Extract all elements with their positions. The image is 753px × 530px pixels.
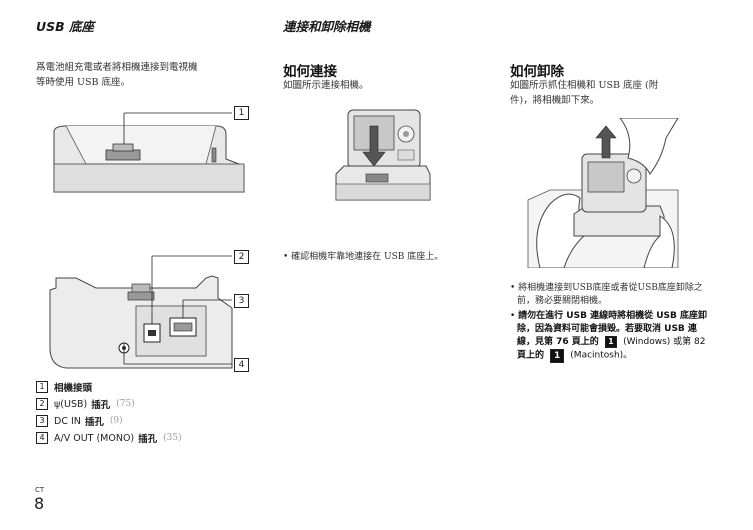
- language-code: CT: [35, 486, 45, 494]
- legend-number: 4: [36, 432, 48, 444]
- legend-page-ref: (75): [116, 399, 135, 409]
- legend-item-4: 4 A/V OUT (MONO) 插孔 (35): [36, 431, 182, 445]
- usb-dock-rear-illustration: [49, 255, 233, 369]
- bullet-icon: •: [510, 311, 519, 321]
- remove-bullet-warning: • 請勿在進行 USB 連線時將相機從 USB 底座卸 除，因為資料可能會損毀。…: [510, 310, 742, 363]
- how-to-connect-heading: 如何連接: [283, 64, 337, 80]
- usb-dock-section-title: USB 底座: [36, 19, 95, 34]
- step-badge-icon: 1: [604, 336, 617, 348]
- callout-4: 4: [234, 358, 249, 372]
- legend-number: 2: [36, 398, 48, 410]
- legend-code: (USB): [60, 398, 88, 410]
- connect-section-title: 連接和卸除相機: [283, 19, 371, 34]
- legend-label: 插孔: [91, 400, 111, 411]
- legend-number: 3: [36, 415, 48, 427]
- callout-2: 2: [234, 250, 249, 264]
- legend-label: 相機接頭: [54, 383, 93, 394]
- legend-item-3: 3 DC IN 插孔 (9): [36, 414, 182, 428]
- bullet-icon: •: [283, 252, 292, 262]
- parts-legend: 1 相機接頭 2 ψ (USB) 插孔 (75) 3 DC IN 插孔 (9) …: [36, 380, 182, 448]
- how-to-remove-intro: 如圖所示抓住相機和 USB 底座 (附 件)，將相機卸下來。: [510, 80, 659, 106]
- how-to-remove-heading: 如何卸除: [510, 64, 564, 80]
- usb-dock-intro: 爲電池組充電或者將相機連接到電視機 等時使用 USB 底座。: [36, 62, 198, 88]
- step-badge-icon: 1: [550, 349, 565, 363]
- connect-camera-illustration: [335, 109, 431, 201]
- legend-item-2: 2 ψ (USB) 插孔 (75): [36, 397, 182, 411]
- connect-bullet: • 確認相機牢靠地連接在 USB 底座上。: [283, 252, 444, 262]
- remove-camera-illustration: [527, 118, 679, 268]
- legend-number: 1: [36, 381, 48, 393]
- callout-3: 3: [234, 294, 249, 308]
- legend-page-ref: (9): [109, 416, 123, 426]
- legend-code: A/V OUT (MONO): [54, 432, 135, 444]
- usb-symbol-icon: ψ: [54, 398, 61, 410]
- legend-label: 插孔: [138, 434, 158, 445]
- legend-item-1: 1 相機接頭: [36, 380, 182, 394]
- usb-dock-front-illustration: [53, 112, 245, 193]
- legend-label: 插孔: [84, 417, 104, 428]
- legend-page-ref: (35): [163, 433, 182, 443]
- legend-code: DC IN: [54, 415, 81, 427]
- page-number: 8: [34, 494, 45, 513]
- bullet-icon: •: [510, 283, 519, 293]
- remove-bullet-power-off: • 將相機連接到USB底座或者從USB底座卸除之 前，務必要關閉相機。: [510, 283, 703, 306]
- callout-1: 1: [234, 106, 249, 120]
- how-to-connect-intro: 如圖所示連接相機。: [283, 80, 369, 91]
